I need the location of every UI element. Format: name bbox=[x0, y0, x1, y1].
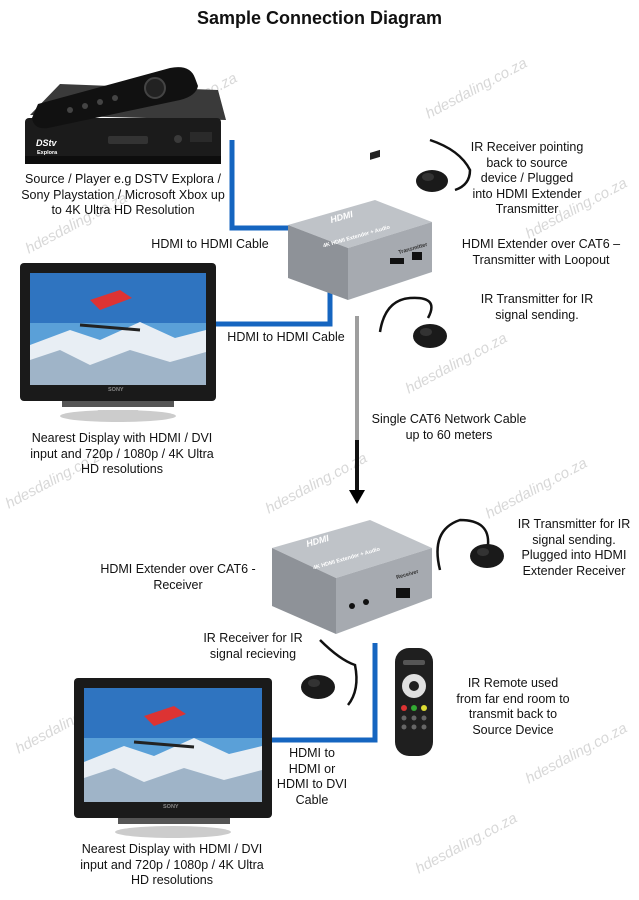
ir-sensor-icon bbox=[301, 639, 358, 706]
tv-icon bbox=[20, 263, 216, 422]
hdmi-cable-display-bottom bbox=[272, 643, 378, 743]
ir-sensor-icon bbox=[436, 518, 504, 571]
page-title: Sample Connection Diagram bbox=[196, 8, 443, 28]
hdmi-extender-icon bbox=[272, 520, 432, 634]
ir-sensor-icon bbox=[416, 138, 472, 192]
down-arrow-icon bbox=[349, 490, 365, 504]
transmitter-label: HDMI Extender over CAT6 –Transmitter wit… bbox=[461, 237, 621, 267]
stb-brand: DStv bbox=[36, 138, 57, 148]
tv-icon bbox=[74, 678, 272, 838]
hdmi-cable-label: HDMI to HDMI Cable bbox=[227, 330, 345, 344]
hdmi-cable-source bbox=[229, 140, 290, 231]
ir-sensor-icon bbox=[378, 296, 447, 348]
hdmi-extender-icon bbox=[288, 149, 432, 300]
remote-control-icon bbox=[32, 67, 198, 129]
stb-sub: Explora bbox=[37, 150, 58, 156]
receiver-label: HDMI Extender over CAT6 -Receiver bbox=[100, 562, 256, 592]
tv-brand: SONY bbox=[163, 804, 179, 810]
hdmi-cable-label: HDMI to HDMI Cable bbox=[151, 237, 269, 251]
remote-control-icon bbox=[395, 648, 433, 756]
tv-brand: SONY bbox=[108, 387, 124, 393]
source-label: Source / Player e.g DSTV Explora /Sony P… bbox=[21, 172, 225, 217]
